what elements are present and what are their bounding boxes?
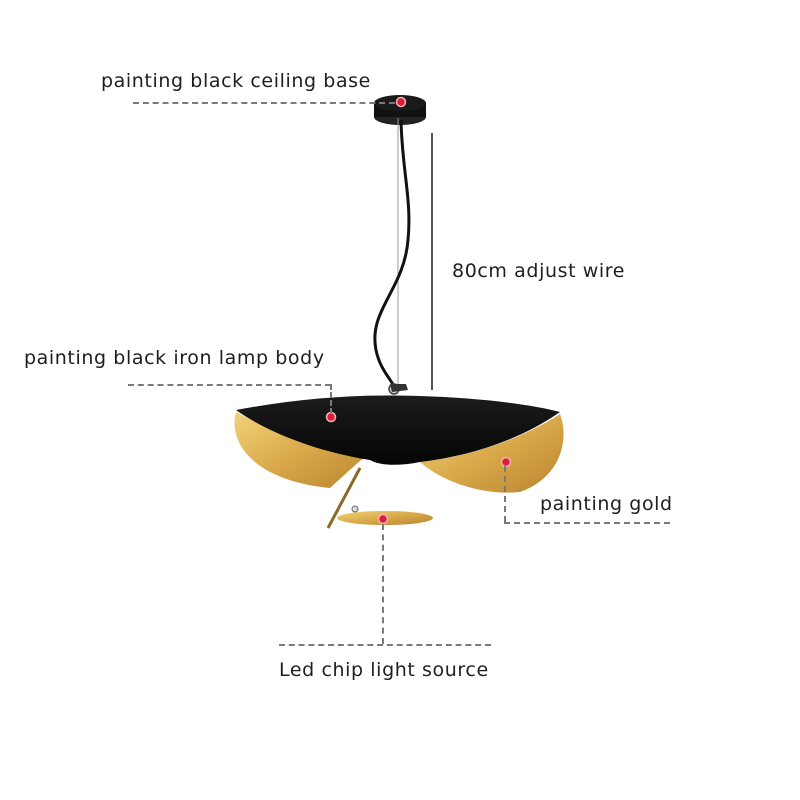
power-cord — [373, 119, 411, 391]
label-light-source: Led chip light source — [279, 659, 489, 681]
leader-led-h — [279, 644, 491, 646]
label-gold: painting gold — [540, 493, 673, 515]
leader-lamp-body-v — [330, 384, 332, 414]
gold-wing-right — [420, 414, 564, 493]
leader-lamp-body-h — [128, 384, 331, 386]
black-lamp-body — [236, 395, 560, 465]
leader-gold-h — [504, 522, 670, 524]
wire-length-indicator — [431, 133, 433, 390]
leader-ceiling-base — [133, 102, 395, 104]
gold-wing-left — [234, 412, 372, 488]
label-lamp-body: painting black iron lamp body — [24, 347, 325, 369]
leader-gold-v — [504, 466, 506, 522]
leader-led-v — [382, 524, 384, 644]
marker-led — [377, 513, 389, 525]
marker-gold — [500, 456, 512, 468]
label-wire: 80cm adjust wire — [452, 260, 626, 282]
marker-ceiling-base — [395, 96, 407, 108]
ceiling-base — [374, 95, 426, 125]
led-stem — [326, 467, 362, 529]
cord-clamp — [388, 383, 408, 395]
label-ceiling-base: painting black ceiling base — [101, 70, 371, 92]
